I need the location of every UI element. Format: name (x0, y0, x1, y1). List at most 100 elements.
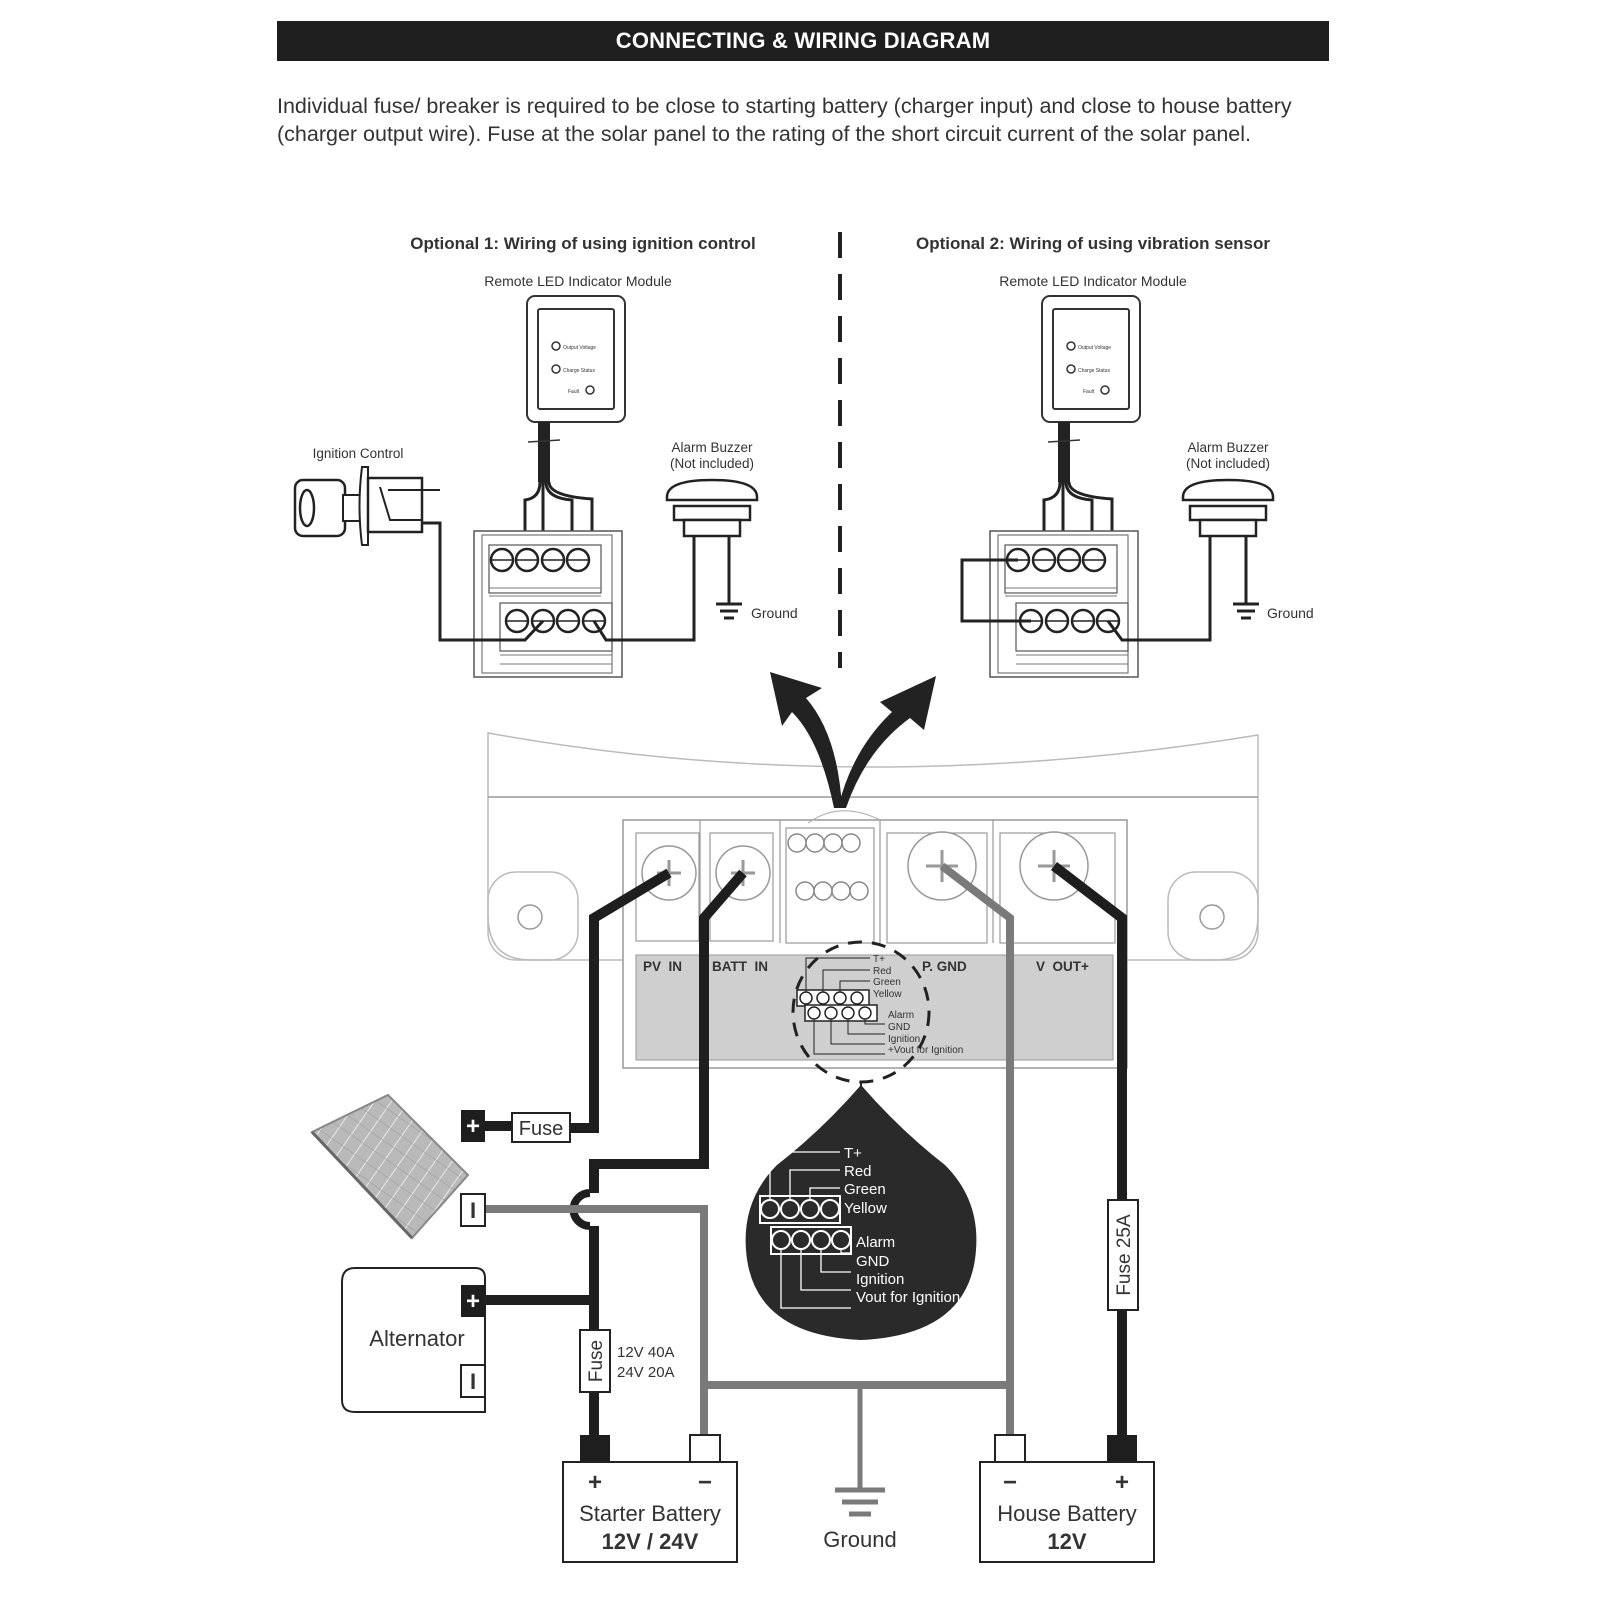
pin-label: Yellow (873, 989, 902, 1000)
led-label: Output Voltage (1078, 345, 1111, 351)
led-label: Charge Status (1078, 368, 1110, 374)
plus-sign: + (1115, 1469, 1129, 1496)
house-battery-voltage: 12V (1047, 1529, 1086, 1554)
callout-label: Yellow (844, 1200, 887, 1217)
option1-ground-label: Ground (751, 605, 798, 621)
option2-buzzer-wire (1106, 536, 1212, 642)
alternator-plus-terminal (461, 1285, 485, 1317)
starter-negative-post (689, 1434, 721, 1464)
solar-negative-wire (483, 1205, 708, 1440)
chassis-ground-label: Ground (823, 1527, 896, 1552)
callout-label: Green (844, 1181, 886, 1198)
plus-sign: + (466, 1288, 480, 1315)
option2-led-module-label: Remote LED Indicator Module (999, 273, 1187, 289)
alternator-minus-terminal (460, 1364, 486, 1398)
pin-label: Red (873, 966, 891, 977)
pin-label: GND (888, 1022, 910, 1033)
led-label: Fault (568, 389, 580, 395)
terminal-label-v-out: V OUT+ (1036, 959, 1089, 974)
starter-fuse-rating-12v: 12V 40A (617, 1344, 675, 1361)
option-arrows-icon (770, 672, 936, 808)
alternator: Alternator + I (341, 1267, 486, 1413)
minus-sign: − (1003, 1469, 1017, 1496)
option1-alarm-buzzer-icon (665, 478, 759, 538)
option2-title: Optional 2: Wiring of using vibration se… (916, 234, 1270, 253)
callout-label: GND (856, 1253, 890, 1270)
option1-cable-bundle (538, 422, 550, 482)
option2-section: Optional 2: Wiring of using vibration se… (916, 234, 1314, 678)
led-fault-icon (1100, 385, 1110, 395)
signal-pin-header (787, 833, 869, 901)
terminal-label-pv-in: PV IN (643, 959, 682, 974)
house-fuse-label: Fuse 25A (1114, 1214, 1135, 1296)
vibration-sensor-jumper-wire (960, 558, 1031, 623)
pin-label: T+ (873, 954, 885, 965)
intro-paragraph: Individual fuse/ breaker is required to … (277, 94, 1292, 146)
batt-in-wire (589, 869, 747, 1193)
title-banner: CONNECTING & WIRING DIAGRAM (277, 21, 1329, 61)
led-output-voltage-icon (1066, 341, 1076, 351)
option1-buzzer-note: (Not included) (670, 456, 754, 471)
pv-fuse (511, 1112, 571, 1143)
minus-sign: − (698, 1469, 712, 1496)
option2-ground-icon (1233, 602, 1259, 620)
callout-label: T+ (844, 1145, 862, 1162)
mount-hole-left (517, 904, 543, 930)
led-charge-status-icon (1066, 364, 1076, 374)
mount-hole-right (1199, 904, 1225, 930)
house-battery: − + House Battery 12V (979, 1434, 1155, 1563)
led-fault-icon (585, 385, 595, 395)
led-label: Charge Status (563, 368, 595, 374)
starter-fuse (579, 1329, 611, 1393)
pin-label: Green (873, 977, 901, 988)
terminal-label-batt-in: BATT IN (712, 959, 768, 974)
ignition-wire (422, 521, 545, 642)
callout-label: Alarm (856, 1234, 895, 1251)
minus-sign: I (470, 1198, 476, 1223)
option1-buzzer-label: Alarm Buzzer (671, 440, 753, 455)
plus-sign: + (466, 1113, 480, 1140)
option1-section: Optional 1: Wiring of using ignition con… (293, 234, 798, 678)
small-pin-map: T+ Red Green Yellow Alarm GND Ignition +… (791, 940, 963, 1084)
option1-buzzer-wire (592, 536, 696, 642)
pv-positive-wire (570, 868, 672, 1133)
ignition-key-icon (293, 466, 440, 546)
option2-buzzer-note: (Not included) (1186, 456, 1270, 471)
led-output-voltage-icon (551, 341, 561, 351)
solar-minus-terminal: I (460, 1193, 486, 1227)
starter-fuse-rating-24v: 24V 20A (617, 1364, 675, 1381)
p-gnd-wire (939, 862, 1014, 1440)
option2-alarm-buzzer-icon (1181, 478, 1275, 538)
pin-callout: T+ Red Green Yellow Alarm GND Ignition V… (745, 1082, 977, 1340)
house-fuse (1107, 1199, 1139, 1311)
terminal-label-p-gnd: P. GND (922, 959, 967, 974)
option2-ground-label: Ground (1267, 605, 1314, 621)
minus-sign: I (470, 1369, 476, 1394)
option1-led-module-label: Remote LED Indicator Module (484, 273, 672, 289)
chassis-ground-icon (835, 1487, 885, 1517)
led-charge-status-icon (551, 364, 561, 374)
starter-battery-voltage: 12V / 24V (602, 1529, 699, 1554)
starter-battery-label: Starter Battery (579, 1501, 721, 1526)
option1-title: Optional 1: Wiring of using ignition con… (410, 234, 755, 253)
callout-label: Vout for Ignition (856, 1289, 960, 1306)
callout-label: Ignition (856, 1271, 904, 1288)
starter-fuse-label: Fuse (586, 1340, 607, 1382)
option1-led-module: Output Voltage Charge Status Fault (526, 295, 626, 423)
house-negative-post (994, 1434, 1026, 1464)
callout-label: Red (844, 1163, 872, 1180)
led-label: Output Voltage (563, 345, 596, 351)
starter-battery: + − Starter Battery 12V / 24V (562, 1434, 738, 1563)
pin-label: Alarm (888, 1010, 914, 1021)
pv-fuse-label: Fuse (519, 1118, 563, 1140)
house-positive-post (1107, 1435, 1137, 1463)
ignition-control-label: Ignition Control (313, 446, 404, 461)
page-title: CONNECTING & WIRING DIAGRAM (615, 28, 991, 53)
pin-label: Ignition (888, 1034, 920, 1045)
led-label: Fault (1083, 389, 1095, 395)
option2-buzzer-label: Alarm Buzzer (1187, 440, 1269, 455)
pin-label: +Vout for Ignition (888, 1045, 963, 1056)
option1-ground-icon (716, 602, 742, 620)
option1-connector-block (473, 530, 623, 678)
